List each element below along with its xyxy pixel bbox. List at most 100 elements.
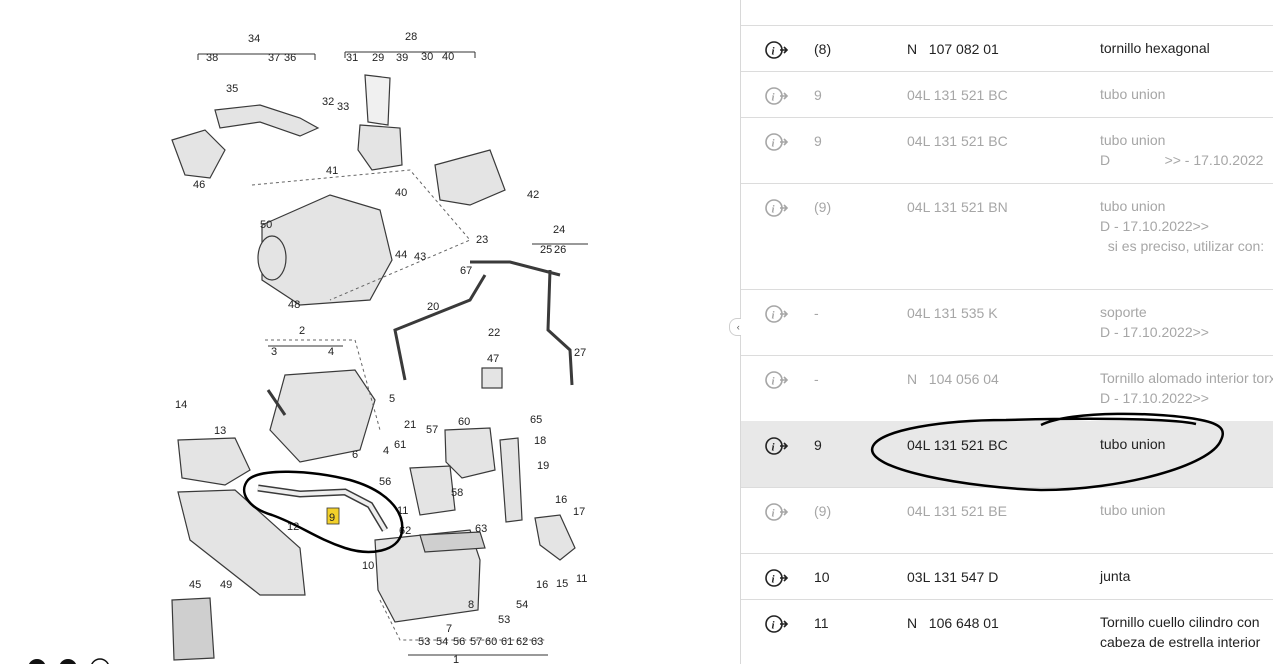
callout-38: 38 xyxy=(206,52,218,64)
callout-58: 58 xyxy=(451,487,463,499)
control-dot-icon[interactable] xyxy=(28,659,46,664)
callout-42: 42 xyxy=(527,189,539,201)
bottom-controls xyxy=(26,655,116,664)
info-arrow-icon[interactable]: i xyxy=(765,502,789,522)
info-arrow-icon[interactable]: i xyxy=(765,304,789,324)
callout-18: 18 xyxy=(534,435,546,447)
svg-text:i: i xyxy=(772,574,776,586)
pipe-dash xyxy=(266,389,287,416)
callout-1: 1 xyxy=(453,654,459,664)
callout-23: 23 xyxy=(476,234,488,246)
callout-35: 35 xyxy=(226,83,238,95)
exploded-diagram[interactable]: 34 38 37 36 35 28 31 29 39 30 40 32 33 4… xyxy=(0,0,740,664)
egr-valve-56 xyxy=(409,465,456,516)
callout-40a: 40 xyxy=(442,51,454,63)
info-arrow-icon[interactable]: i xyxy=(765,40,789,60)
part-number: N 104 056 04 xyxy=(907,371,999,387)
callout-26: 26 xyxy=(554,244,566,256)
callout-44: 44 xyxy=(395,249,407,261)
callout-57: 57 xyxy=(426,424,438,436)
part-number: 04L 131 521 BC xyxy=(907,133,1008,149)
callout-19: 19 xyxy=(537,460,549,472)
callout-34: 34 xyxy=(248,33,260,45)
description-line: tubo union xyxy=(1100,198,1166,214)
callout-60b: 60 xyxy=(485,636,497,648)
svg-text:i: i xyxy=(772,92,776,104)
description-line: tubo union xyxy=(1100,132,1166,148)
callout-37: 37 xyxy=(268,52,280,64)
parts-row[interactable]: i8N 106 531 02tornillo hexagonal xyxy=(741,0,1273,26)
callout-4a: 4 xyxy=(328,346,334,358)
callout-13: 13 xyxy=(214,425,226,437)
callout-57b: 57 xyxy=(470,636,482,648)
callout-32: 32 xyxy=(322,96,334,108)
info-arrow-icon[interactable]: i xyxy=(765,614,789,634)
callout-33: 33 xyxy=(337,101,349,113)
position-number: (9) xyxy=(814,503,832,519)
part-description: junta xyxy=(1100,566,1130,586)
part-number: 04L 131 521 BC xyxy=(907,87,1008,103)
position-number: 9 xyxy=(814,133,822,149)
annotation-circle-diagram xyxy=(242,470,404,554)
part-description: tubo union xyxy=(1100,84,1165,104)
description-line: D >> - 17.10.2022 xyxy=(1100,152,1264,168)
egr-valve-57 xyxy=(444,427,496,479)
callout-6: 6 xyxy=(352,449,358,461)
info-arrow-icon[interactable]: i xyxy=(765,436,789,456)
callout-40b: 40 xyxy=(395,187,407,199)
callout-46: 46 xyxy=(193,179,205,191)
filter-inlet xyxy=(257,235,287,281)
info-arrow-icon[interactable]: i xyxy=(765,568,789,588)
callout-16b: 16 xyxy=(536,579,548,591)
throttle-13 xyxy=(177,437,251,486)
turbo-elbow xyxy=(357,124,403,171)
description-line: cabeza de estrella interior xyxy=(1100,634,1261,650)
parts-diagram-pane[interactable]: 34 38 37 36 35 28 31 29 39 30 40 32 33 4… xyxy=(0,0,740,664)
pipe-24 xyxy=(546,269,574,386)
info-arrow-icon[interactable]: i xyxy=(765,132,789,152)
callout-65: 65 xyxy=(530,414,542,426)
part-number: 04L 131 521 BN xyxy=(907,199,1008,215)
callout-9: 9 xyxy=(329,512,335,524)
callout-25: 25 xyxy=(540,244,552,256)
description-line: tornillo hexagonal xyxy=(1100,40,1210,56)
parts-row[interactable]: i 9 04L 131 521 BC tubo union D >> - 17.10.2… xyxy=(741,117,1273,184)
callout-61b: 61 xyxy=(501,636,513,648)
callout-50: 50 xyxy=(260,219,272,231)
part-number: N 107 082 01 xyxy=(907,41,999,57)
callout-48: 48 xyxy=(288,299,300,311)
info-arrow-icon[interactable]: i xyxy=(765,86,789,106)
callout-56: 56 xyxy=(379,476,391,488)
callout-63b: 63 xyxy=(531,636,543,648)
description-line: si es preciso, utilizar con: xyxy=(1100,238,1265,254)
control-ring-icon[interactable] xyxy=(91,658,109,664)
bracket-18 xyxy=(499,437,523,523)
particulate-filter xyxy=(261,194,393,306)
part-description: tornillo hexagonal xyxy=(1100,38,1210,58)
part-number: N 106 648 01 xyxy=(907,615,999,631)
description-line: Tornillo cuello cilindro con xyxy=(1100,614,1260,630)
callout-7: 7 xyxy=(446,623,452,635)
part-description: tubo union D >> - 17.10.2022 xyxy=(1100,130,1263,170)
callout-4b: 4 xyxy=(383,445,389,457)
info-arrow-icon[interactable]: i xyxy=(765,370,789,390)
description-line: D - 17.10.2022>> xyxy=(1100,324,1209,340)
svg-text:i: i xyxy=(772,508,776,520)
control-dot-icon[interactable] xyxy=(59,659,77,664)
callout-16a: 16 xyxy=(555,494,567,506)
pipe-15 xyxy=(534,514,576,561)
description-line: soporte xyxy=(1100,304,1147,320)
callout-11a: 11 xyxy=(397,505,408,517)
info-arrow-icon[interactable]: i xyxy=(765,198,789,218)
housing-46 xyxy=(171,129,226,179)
